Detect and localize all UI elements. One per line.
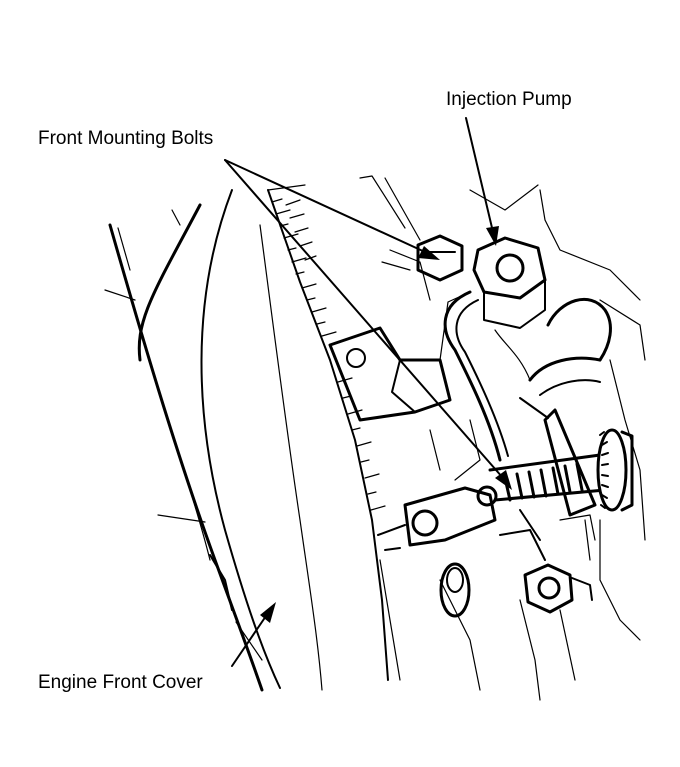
injection-pump-label: Injection Pump (446, 89, 572, 110)
engine-front-cover-label: Engine Front Cover (38, 672, 203, 693)
engine-front-cover-drawing (104, 189, 323, 692)
timing-scale-drawing (267, 184, 389, 681)
injection-pump-body-drawing (416, 234, 612, 517)
callout-leaders (224, 117, 512, 667)
throttle-linkage-drawing (377, 428, 634, 618)
front-mounting-bolts-label: Front Mounting Bolts (38, 128, 214, 149)
